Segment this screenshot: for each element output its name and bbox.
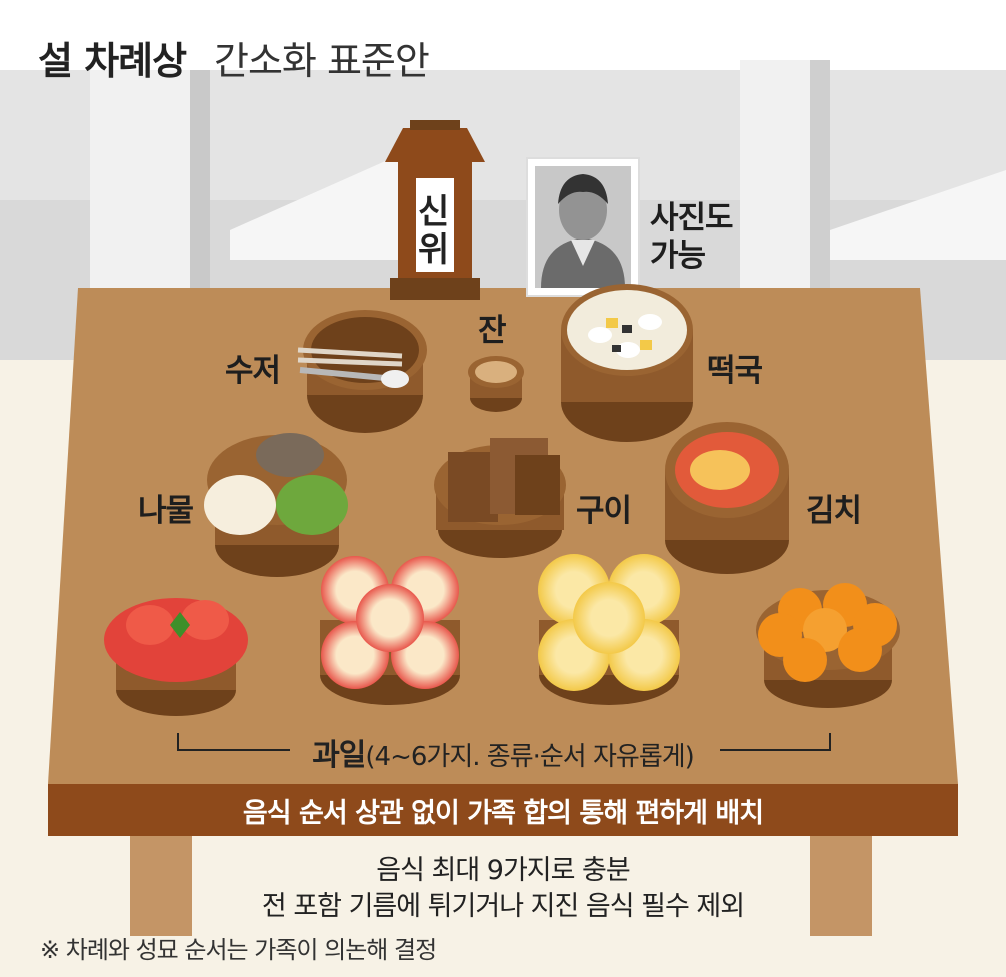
fruit-label-bold: 과일 xyxy=(312,738,366,773)
apple-bowl xyxy=(320,556,460,705)
tablet-text-1: 신 xyxy=(418,192,450,232)
grilled-bowl xyxy=(434,438,566,558)
footnote: ※ 차례와 성묘 순서는 가족이 의논해 결정 xyxy=(40,936,437,964)
label-tteokguk: 떡국 xyxy=(707,353,763,389)
cup xyxy=(468,356,524,412)
fruit-bracket xyxy=(177,733,831,751)
fruit-label-rest: (4~6가지. 종류·순서 자유롭게) xyxy=(365,742,694,772)
tablet-text-2: 위 xyxy=(418,230,450,270)
label-cup: 잔 xyxy=(478,313,507,349)
tangerine-bowl xyxy=(756,583,900,708)
label-namul: 나물 xyxy=(138,493,194,529)
photo-label-2: 가능 xyxy=(650,238,706,274)
pear-bowl xyxy=(538,554,680,705)
label-kimchi: 김치 xyxy=(806,493,862,529)
note-line-2: 전 포함 기름에 튀기거나 지진 음식 필수 제외 xyxy=(261,891,745,922)
photo-label-1: 사진도 xyxy=(650,200,734,236)
label-grilled: 구이 xyxy=(576,493,632,529)
page-title-light: 간소화 표준안 xyxy=(214,39,430,83)
portrait-photo xyxy=(526,157,640,297)
banner-bar xyxy=(48,784,958,836)
strawberry-bowl xyxy=(104,598,248,716)
spoon-chopsticks-bowl xyxy=(297,310,427,433)
label-spoon-chopsticks: 수저 xyxy=(225,353,281,389)
namul-bowl xyxy=(204,433,348,577)
banner-text: 음식 순서 상관 없이 가족 합의 통해 편하게 배치 xyxy=(242,798,764,829)
tteokguk-bowl xyxy=(561,284,693,442)
page-title-bold: 설 차례상 xyxy=(38,39,187,83)
fruit-label: 과일(4~6가지. 종류·순서 자유롭게) xyxy=(0,730,1006,774)
ancestral-tablet xyxy=(385,120,485,300)
note-line-1: 음식 최대 9가지로 충분 xyxy=(376,855,631,886)
kimchi-bowl xyxy=(665,422,789,574)
